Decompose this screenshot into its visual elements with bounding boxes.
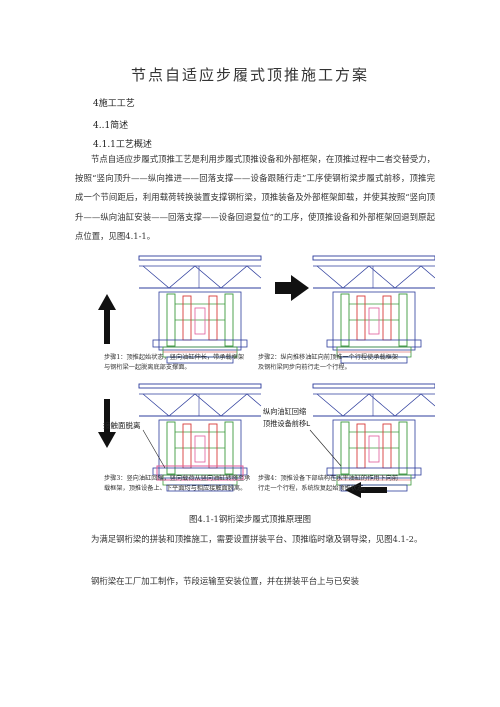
- fabrication-paragraph: 钢桁梁在工厂加工制作，节段运输至安装位置，并在拼装平台上与已安装: [91, 576, 359, 586]
- platform-paragraph: 为满足钢桁梁的拼装和顶推施工，需要设置拼装平台、顶推临时墩及钢导梁，见图4.1-…: [91, 534, 423, 544]
- jacking-principle-figure: 接触面脱离 纵向油缸回缩 顶推设备前移L: [98, 255, 435, 498]
- subsection-heading: 4..1简述: [93, 121, 129, 131]
- figure-caption: 图4.1-1钢桁梁步履式顶推原理图: [189, 514, 311, 524]
- section-heading: 4施工工艺: [93, 99, 135, 109]
- step4-caption: 步骤4：顶推设备下部结构在水平油缸的作用下向前行走一个行程，系统恢复起始顶推状态…: [258, 475, 399, 492]
- subsubsection-heading: 4.1.1工艺概述: [93, 140, 152, 150]
- step3-caption: 步骤3：竖向油缸回缩，竖向载荷从竖向油缸转移至承载框架，顶推设备上、下平面均与相…: [104, 475, 251, 492]
- retract-label: 纵向油缸回缩: [263, 407, 306, 416]
- up-arrow-icon: [98, 294, 116, 344]
- document-title: 节点自适应步履式顶推施工方案: [130, 66, 369, 84]
- right-arrow-icon: [275, 275, 309, 301]
- detach-label: 接触面脱离: [103, 420, 141, 430]
- step2-caption: 步骤2：纵向推移油缸向前顶推一个行程使承载框架及钢桁梁同步向前行走一个行程。: [258, 354, 399, 371]
- step1-caption: 步骤1：顶推起始状态，竖向油缸伸长，带承载框架与钢桁梁一起脱离底部支撑面。: [104, 354, 245, 371]
- forward-label: 顶推设备前移L: [263, 419, 310, 428]
- step3-diagram: [138, 383, 262, 492]
- left-arrow-icon: [345, 482, 387, 498]
- step2-diagram: [312, 255, 435, 364]
- overview-paragraph: 节点自适应步履式顶推工艺是利用步履式顶推设备和外部框架，在顶推过程中二者交替受力…: [75, 154, 435, 241]
- down-arrow-icon: [98, 399, 116, 448]
- step1-diagram: [138, 255, 262, 364]
